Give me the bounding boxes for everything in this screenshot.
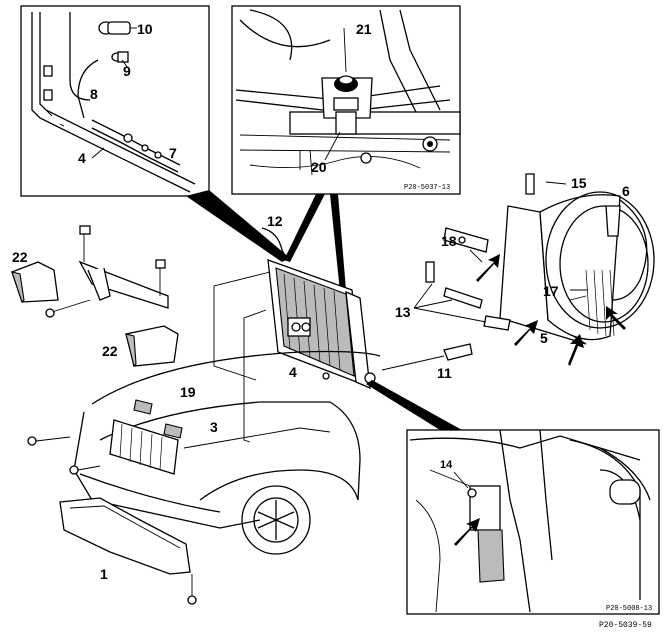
car-front <box>27 350 381 555</box>
arrow-shroud-lower-right <box>568 334 584 366</box>
callout-7: 7 <box>169 145 177 161</box>
arrow-shroud-side <box>606 306 626 330</box>
callout-11: 11 <box>437 365 452 381</box>
callout-18: 18 <box>441 233 457 249</box>
callout-17: 17 <box>543 283 559 299</box>
air-duct-22-bottom <box>125 325 179 368</box>
lower-panel-1 <box>59 497 197 605</box>
callout-20: 20 <box>311 159 327 175</box>
callout-4-inset: 4 <box>78 150 86 166</box>
arrow-shroud-upper <box>476 254 500 282</box>
callout-13: 13 <box>395 304 411 320</box>
inset-bottom-right <box>406 429 660 615</box>
inset-pointer-bottom-right <box>366 380 462 430</box>
ref-inset-top-center: P20-5037-13 <box>404 184 450 192</box>
callout-22-top: 22 <box>12 249 28 265</box>
callout-5: 5 <box>540 330 548 346</box>
callout-8: 8 <box>90 86 98 102</box>
callout-1: 1 <box>100 566 108 582</box>
ref-figure: P20-5039-59 <box>599 621 652 630</box>
bracket-assembly <box>45 225 169 318</box>
inset-pointer-center-a <box>284 194 325 262</box>
callout-14: 14 <box>440 459 453 471</box>
callout-9: 9 <box>123 63 131 79</box>
inset-top-left <box>20 5 210 197</box>
ref-inset-bottom-right: P20-5008-13 <box>606 605 652 613</box>
air-duct-22-top <box>11 261 59 304</box>
clips-13 <box>413 261 511 331</box>
callout-19: 19 <box>180 384 196 400</box>
inset-pointer-center-b <box>330 194 346 292</box>
inset-pointer-left <box>186 190 290 262</box>
fan-shroud-6 <box>499 191 655 345</box>
callout-21: 21 <box>356 21 372 37</box>
callout-12: 12 <box>267 213 283 229</box>
callout-10: 10 <box>137 21 153 37</box>
callout-22-bottom: 22 <box>102 343 118 359</box>
callout-15: 15 <box>571 175 587 191</box>
callout-3: 3 <box>210 419 218 435</box>
callout-6: 6 <box>622 183 630 199</box>
inset-top-center <box>231 5 461 195</box>
clip-18 <box>443 227 489 263</box>
callout-4-radiator: 4 <box>289 364 297 380</box>
hose-11 <box>381 343 473 371</box>
arrow-inset-bottom <box>454 518 480 546</box>
arrow-shroud-lower-left <box>514 320 538 346</box>
